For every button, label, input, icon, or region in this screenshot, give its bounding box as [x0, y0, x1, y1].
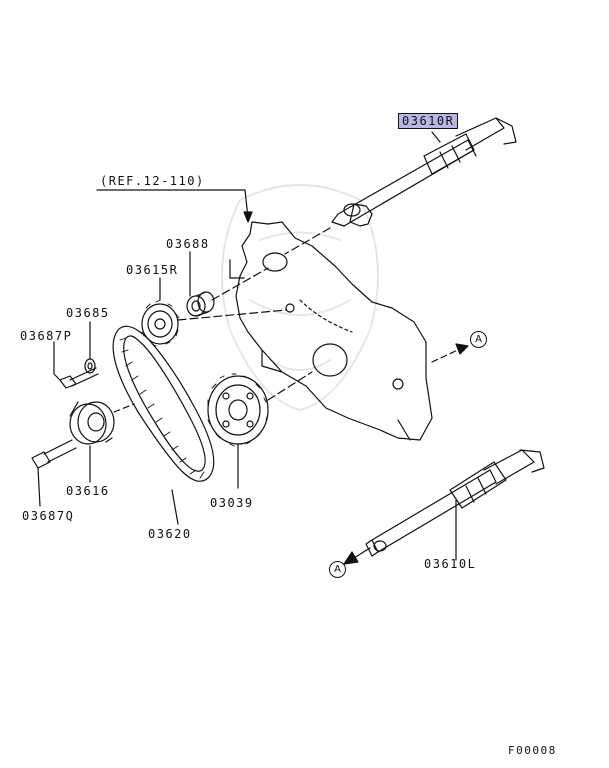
part-label-03685[interactable]: 03685	[66, 306, 110, 320]
part-label-03687Q[interactable]: 03687Q	[22, 509, 75, 523]
watermark-emblem	[221, 184, 379, 411]
sprocket-03615R-drawing	[141, 299, 180, 347]
part-label-03687P[interactable]: 03687P	[20, 329, 73, 343]
ref-marker-a-right: A	[470, 331, 487, 348]
leader-line-03620	[171, 489, 179, 525]
leader-line-03687P	[53, 341, 61, 381]
balance-shaft-right-drawing	[331, 117, 517, 227]
ref-arrow-right	[431, 347, 463, 363]
alignment-line-center	[267, 371, 313, 401]
part-label-03039[interactable]: 03039	[210, 496, 254, 510]
leader-line-03687Q	[37, 467, 41, 507]
part-label-03688[interactable]: 03688	[166, 237, 210, 251]
ref-leader-line	[96, 189, 249, 219]
part-label-03615R[interactable]: 03615R	[126, 263, 179, 277]
figure-code: F00008	[508, 744, 557, 757]
washer-03685-drawing	[84, 358, 96, 374]
bolt-03687Q-drawing	[31, 439, 77, 469]
alignment-line-sprocket	[177, 309, 287, 321]
bolt-03687P-drawing	[59, 367, 99, 389]
cover-hole-center	[312, 343, 348, 377]
alignment-line-pulley	[113, 403, 135, 413]
part-label-03620[interactable]: 03620	[148, 527, 192, 541]
sprocket-03039-drawing	[207, 373, 269, 447]
timing-cover	[235, 221, 433, 441]
ref-label[interactable]: (REF.12-110)	[100, 174, 205, 188]
cover-hole-small	[285, 303, 295, 313]
leader-line-03610R	[431, 131, 441, 143]
balance-shaft-left-drawing	[365, 449, 545, 557]
ref-arrow-left	[353, 547, 371, 559]
part-label-03610L[interactable]: 03610L	[424, 557, 477, 571]
cover-hole-upper	[262, 252, 288, 272]
cover-hole-right	[392, 378, 404, 390]
ref-marker-a-left: A	[329, 561, 346, 578]
alignment-line-right-shaft	[284, 227, 331, 255]
tensioner-pulley-03616-drawing	[69, 401, 115, 445]
part-label-03610R[interactable]: 03610R	[398, 113, 459, 129]
timing-belt-drawing	[112, 325, 215, 482]
part-label-03616[interactable]: 03616	[66, 484, 110, 498]
alignment-line-spacer	[211, 267, 269, 301]
spacer-03688-drawing	[186, 291, 215, 317]
